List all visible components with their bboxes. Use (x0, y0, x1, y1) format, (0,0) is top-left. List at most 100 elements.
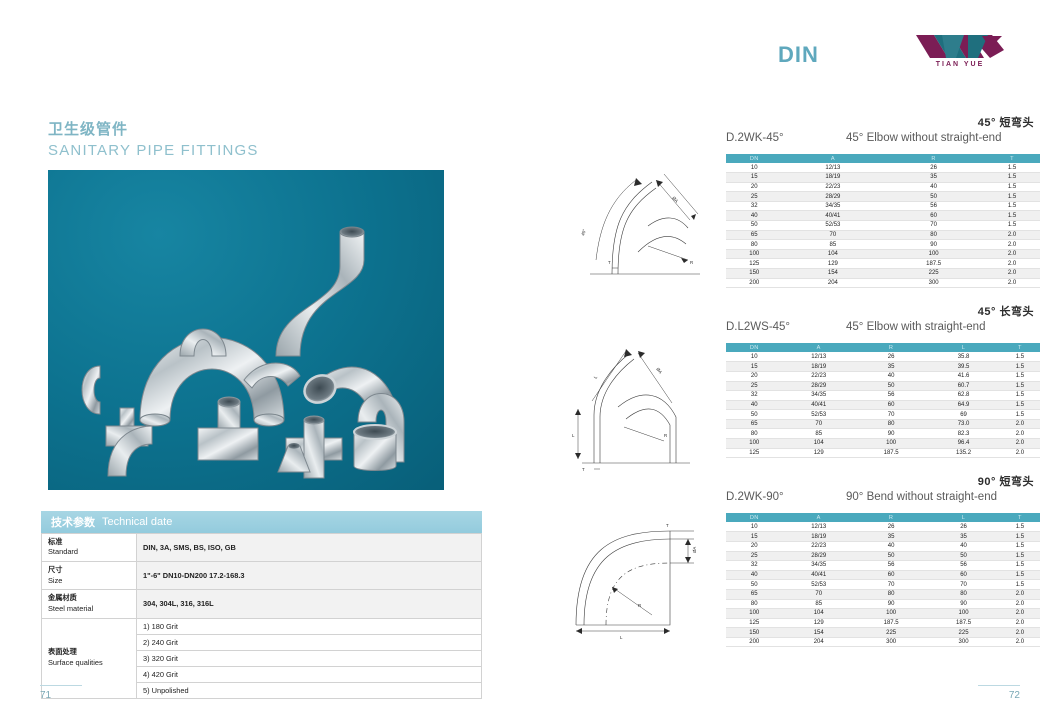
table-cell: 204 (782, 637, 855, 648)
table-cell: 70 (883, 220, 985, 231)
svg-text:ØA: ØA (692, 547, 697, 553)
svg-text:L: L (593, 374, 599, 379)
tech-label-cn: 尺寸 (48, 565, 63, 575)
table-cell: 1.5 (999, 390, 1040, 401)
table-cell: 60 (927, 570, 1000, 581)
table-cell: 1.5 (999, 570, 1040, 581)
table-cell: 65 (726, 419, 783, 430)
table-cell: 85 (782, 239, 884, 250)
table-cell: 125 (726, 258, 783, 270)
table-cell: 300 (927, 637, 1000, 648)
table-cell: 2.0 (984, 249, 1040, 260)
table-cell: 1.5 (999, 531, 1040, 542)
table-row: 金属材质 Steel material 304, 304L, 316, 316L (41, 589, 482, 619)
table-cell: 28/29 (782, 381, 855, 392)
tech-row-label: 金属材质 Steel material (41, 589, 137, 619)
product-heading: 45° 短弯头 D.2WK-45° 45° Elbow without stra… (540, 110, 1040, 154)
elbow-45-straight-end-diagram-icon: L ØA R L T (572, 349, 690, 472)
table-cell: 40/41 (782, 400, 855, 411)
table-cell: 1.5 (999, 551, 1040, 562)
table-cell: 100 (726, 608, 783, 619)
table-cell: 60 (854, 570, 928, 581)
technical-data-banner: 技术参数 Technical date (41, 511, 482, 533)
table-cell: 125 (726, 448, 783, 459)
table-cell: 2.0 (984, 268, 1040, 279)
spec-col-a: A (782, 154, 884, 163)
table-cell: 300 (883, 278, 985, 289)
section-title-cn: 卫生级管件 (48, 121, 129, 138)
table-cell: 26 (927, 522, 1000, 533)
table-cell: 70 (854, 579, 928, 590)
table-cell: 100 (726, 249, 783, 260)
table-cell: 50 (927, 551, 1000, 562)
table-cell: 1.5 (999, 560, 1040, 571)
table-cell: 80 (854, 419, 928, 430)
spec-col-a: A (782, 343, 855, 353)
table-cell: 41.6 (927, 371, 1000, 382)
svg-text:R: R (638, 603, 641, 608)
technical-drawing-45-elbow-long: L ØA R L T (560, 345, 718, 472)
tech-row-label: 标准 Standard (41, 532, 137, 563)
spec-col-dn: DN (726, 343, 783, 353)
table-cell: 85 (782, 428, 855, 440)
spec-col-dn: DN (726, 154, 783, 163)
table-cell: 1.5 (999, 409, 1040, 420)
product-title-en: 90° Bend without straight-end (846, 491, 997, 504)
elbow-45-diagram-icon: 45° ØA R T (580, 173, 700, 275)
table-cell: 225 (883, 268, 985, 279)
product-title-cn: 45° 短弯头 (977, 117, 1034, 129)
table-cell: 2.0 (999, 448, 1040, 459)
table-cell: 2.0 (999, 608, 1040, 619)
table-cell: 2.0 (999, 627, 1040, 638)
spec-col-l: L (927, 513, 1000, 523)
product-title-en: 45° Elbow without straight-end (846, 132, 1002, 144)
table-cell: 12/13 (782, 522, 855, 533)
table-cell: 225 (854, 627, 928, 638)
table-cell: 25 (726, 551, 783, 562)
table-cell: 20 (726, 182, 783, 193)
spec-col-r: R (854, 513, 928, 523)
table-cell: 28/29 (782, 191, 884, 202)
table-row: 表面处理 Surface qualities 1) 180 Grit (41, 617, 482, 699)
table-cell: 1.5 (999, 541, 1040, 552)
product-photo (48, 170, 444, 490)
vty-logo-icon (916, 35, 1004, 58)
pipe-fittings-illustration (81, 226, 405, 479)
tech-row-value: DIN, 3A, SMS, BS, ISO, GB (136, 532, 482, 563)
product-code: D.2WK-90° (726, 491, 784, 504)
table-cell: 34/35 (782, 390, 855, 401)
table-cell: 40 (726, 570, 783, 581)
table-cell: 35 (854, 361, 928, 372)
table-cell: 65 (726, 589, 783, 600)
table-cell: 90 (854, 599, 928, 610)
table-cell: 52/53 (782, 220, 884, 231)
svg-text:T: T (582, 467, 585, 471)
table-cell: 187.5 (927, 618, 1000, 629)
product-code: D.L2WS-45° (726, 321, 791, 334)
section-title-en: SANITARY PIPE FITTINGS (48, 142, 259, 159)
product-spec-column: 45° 短弯头 D.2WK-45° 45° Elbow without stra… (540, 110, 1040, 658)
table-cell: 52/53 (782, 409, 855, 420)
spec-col-r: R (883, 154, 985, 163)
table-cell: 50 (854, 551, 928, 562)
svg-text:L: L (620, 635, 623, 640)
spec-col-a: A (782, 513, 855, 523)
table-cell: 35 (883, 172, 985, 183)
table-cell: 52/53 (782, 579, 855, 590)
